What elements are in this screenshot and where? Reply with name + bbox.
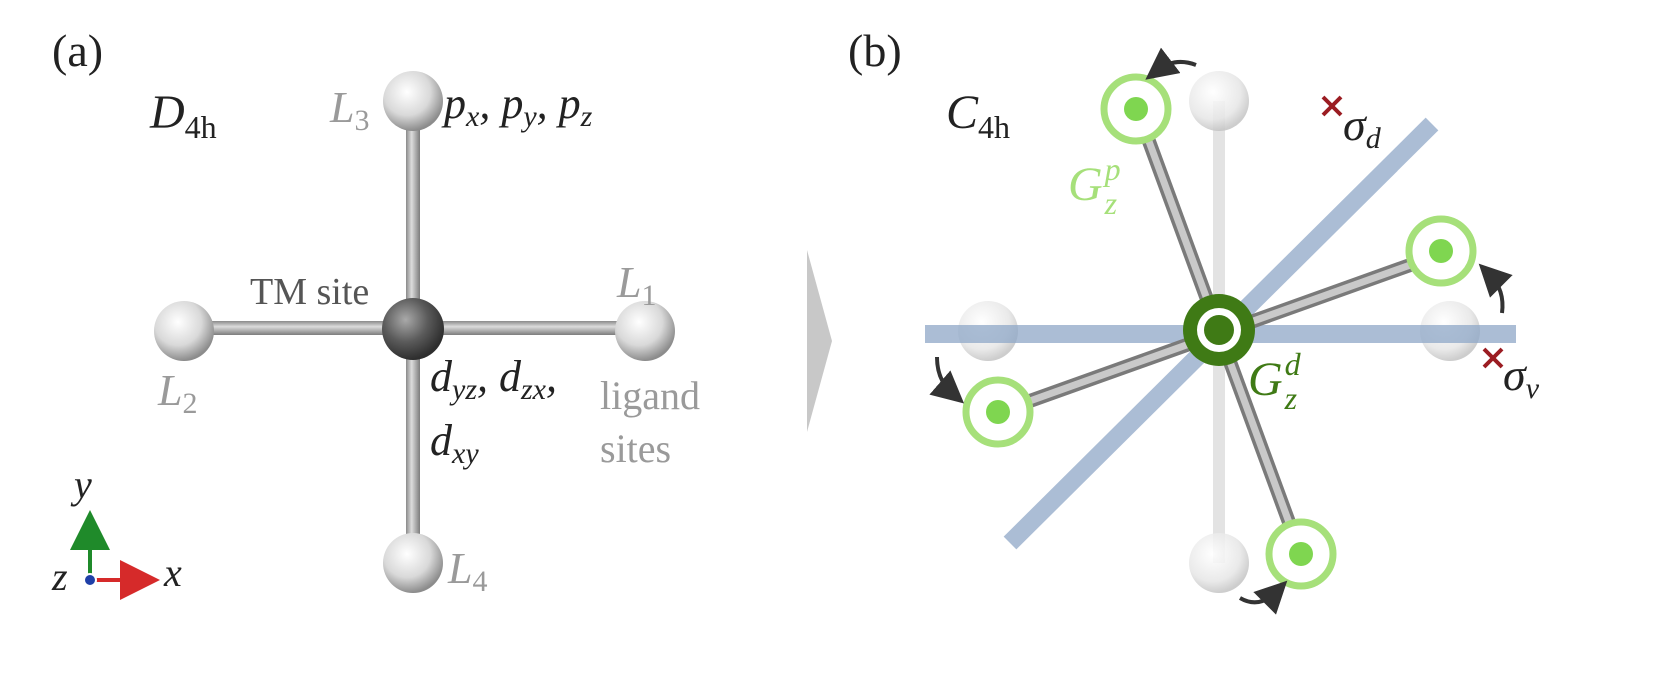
x-axis-label: x	[163, 550, 182, 595]
point-group-d4h: D4h	[149, 86, 217, 145]
cross-sigma-d	[1321, 95, 1343, 117]
tm-site-sphere	[382, 298, 444, 360]
ligand-sphere-l2	[154, 301, 214, 361]
transition-arrow	[807, 250, 832, 432]
p-orbitals-label: px, py, pz	[441, 79, 593, 133]
y-axis-label: y	[70, 462, 92, 507]
ligand-label-l2: L2	[157, 366, 197, 420]
ligand-sites-label-line2: sites	[600, 426, 671, 471]
point-group-c4h: C4h	[946, 86, 1010, 145]
panel-a: (a) D4h L3 L1 L2 L4 px, py, pz TM site d…	[51, 25, 700, 600]
ligand-sphere-l4	[383, 533, 443, 593]
coordinate-axes: y z x	[51, 462, 182, 600]
sigma-d-label: σd	[1343, 99, 1382, 155]
gp-marker-bottom	[1265, 518, 1337, 590]
gp-marker-top	[1100, 73, 1172, 145]
tm-site-label: TM site	[250, 271, 369, 313]
rotation-arrow-right	[1478, 263, 1513, 314]
ligand-sites-label-line1: ligand	[600, 373, 700, 418]
faded-ligand-bottom	[1189, 533, 1249, 593]
ligand-label-l3: L3	[329, 83, 369, 137]
gp-marker-left	[962, 376, 1034, 448]
faded-ligand-top	[1189, 71, 1249, 131]
ligand-label-l4: L4	[447, 544, 487, 598]
z-axis-label: z	[51, 554, 68, 599]
d-orbitals-line1: dyz, dzx,	[430, 352, 557, 406]
cross-sigma-v	[1482, 347, 1504, 369]
ligand-sphere-l1	[615, 301, 675, 361]
d-orbitals-line2: dxy	[430, 416, 479, 470]
rotation-arrow-top	[1145, 47, 1197, 80]
ligand-label-l1: L1	[616, 258, 656, 312]
panel-b-label: (b)	[848, 25, 902, 76]
sigma-v-label: σv	[1503, 349, 1540, 405]
rotation-arrow-left	[929, 356, 965, 404]
panel-b: (b) C4h	[848, 25, 1540, 615]
gd-monopole-core	[1204, 315, 1234, 345]
z-axis-dot	[83, 573, 97, 587]
panel-a-label: (a)	[52, 25, 103, 76]
rotation-arrow-bottom	[1238, 580, 1288, 615]
gp-marker-right	[1405, 215, 1477, 287]
ligand-sphere-l3	[383, 71, 443, 131]
